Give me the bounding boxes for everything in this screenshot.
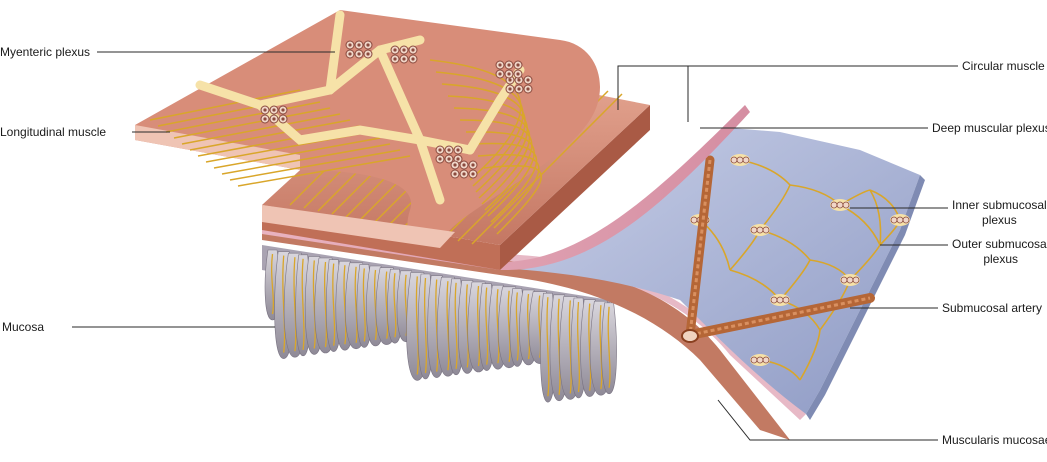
label-outer-submucosal-line1: Outer submucosal: [952, 237, 1047, 251]
mucosa-villi: [262, 245, 617, 403]
label-myenteric-plexus: Myenteric plexus: [0, 45, 91, 59]
submucosal-neuron: [840, 276, 848, 284]
label-longitudinal-muscle: Longitudinal muscle: [0, 125, 107, 139]
label-inner-submucosal-plexus: Inner submucosal plexus: [952, 198, 1047, 228]
label-muscularis-mucosae: Muscularis mucosae: [942, 433, 1047, 447]
submucosal-neuron: [896, 216, 904, 224]
submucosal-neuron: [730, 156, 738, 164]
submucosal-neuron: [750, 226, 758, 234]
longitudinal-muscle-layer: [135, 10, 600, 248]
submucosa-layer: [500, 128, 925, 420]
label-deep-muscular-plexus: Deep muscular plexus: [932, 121, 1047, 135]
submucosal-neuron: [762, 226, 770, 234]
label-circular-muscle: Circular muscle: [962, 59, 1045, 73]
leader-lines: [72, 51, 958, 441]
submucosal-neuron: [852, 276, 860, 284]
label-outer-submucosal-plexus: Outer submucosal plexus: [952, 237, 1047, 267]
submucosal-neuron: [842, 201, 850, 209]
submucosal-neuron: [782, 296, 790, 304]
submucosal-neuron: [756, 226, 764, 234]
submucosal-neuron: [776, 296, 784, 304]
submucosal-neuron: [736, 156, 744, 164]
submucosal-neuron: [902, 216, 910, 224]
label-submucosal-artery: Submucosal artery: [942, 301, 1043, 315]
submucosal-neuron: [750, 356, 758, 364]
submucosal-neuron: [846, 276, 854, 284]
submucosal-neuron: [742, 156, 750, 164]
label-inner-submucosal-line1: Inner submucosal: [952, 198, 1047, 212]
label-outer-submucosal-line2: plexus: [983, 252, 1019, 266]
submucosal-neuron: [770, 296, 778, 304]
submucosal-neuron: [890, 216, 898, 224]
submucosal-neuron: [756, 356, 764, 364]
submucosal-neuron: [762, 356, 770, 364]
submucosal-neuron: [836, 201, 844, 209]
label-inner-submucosal-line2: plexus: [982, 213, 1017, 227]
label-mucosa: Mucosa: [2, 320, 45, 334]
submucosal-neuron: [690, 216, 698, 224]
submucosal-neuron: [830, 201, 838, 209]
